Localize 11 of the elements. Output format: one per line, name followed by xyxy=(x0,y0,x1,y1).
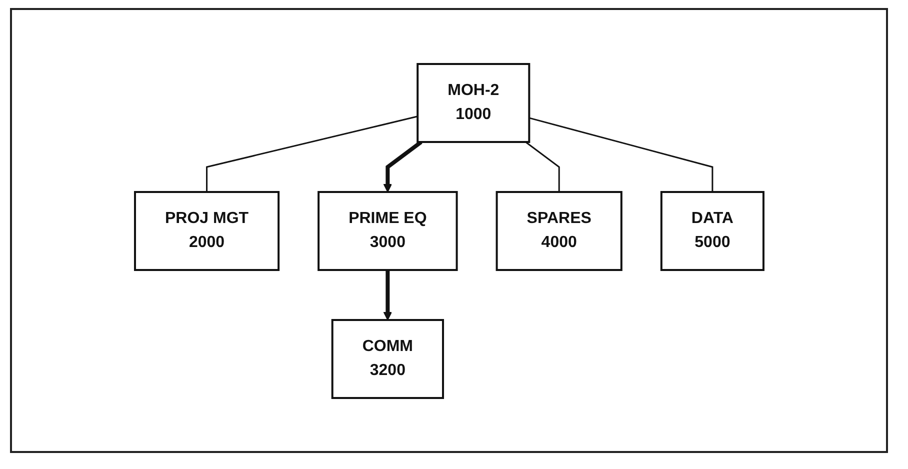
connector xyxy=(524,140,560,192)
arrow xyxy=(383,270,392,320)
connector xyxy=(206,115,418,192)
connector xyxy=(528,116,713,192)
node-box xyxy=(660,190,764,270)
node-box xyxy=(416,62,530,142)
node-box xyxy=(317,190,458,270)
node-box xyxy=(496,190,622,270)
node-box xyxy=(134,190,280,270)
node-box xyxy=(331,318,444,398)
diagram-frame: MOH-2 1000 PROJ MGT 2000 PRIME EQ 3000 SPARES 4000 DATA 5000 COMM 3200 xyxy=(10,8,888,453)
